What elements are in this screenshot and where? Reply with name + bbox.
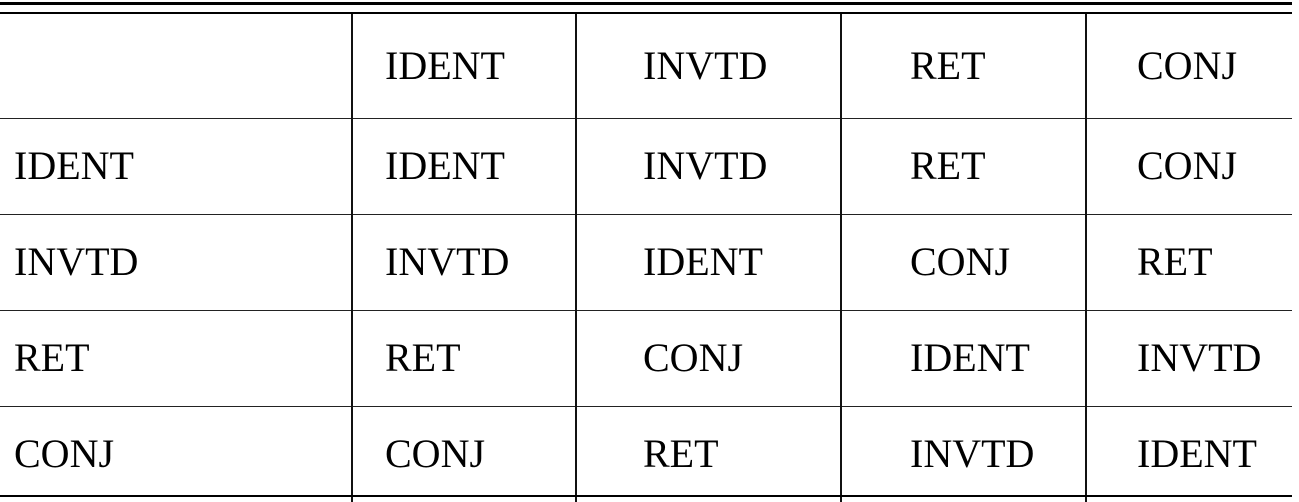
column-header: RET	[840, 14, 1086, 118]
table-cell: INVTD	[840, 405, 1086, 502]
row-header: IDENT	[0, 117, 352, 214]
table-cell: CONJ	[1085, 117, 1292, 214]
table-row: INVTD INVTD IDENT CONJ RET	[0, 213, 1292, 310]
table-cell: INVTD	[351, 213, 576, 310]
header-row: IDENT INVTD RET CONJ	[0, 14, 1292, 118]
table-cell: CONJ	[351, 405, 576, 502]
table-row: IDENT IDENT INVTD RET CONJ	[0, 117, 1292, 214]
row-header: RET	[0, 309, 352, 406]
table-cell: CONJ	[840, 213, 1086, 310]
table-cell: INVTD	[1085, 309, 1292, 406]
table-cell: IDENT	[840, 309, 1086, 406]
column-header: INVTD	[575, 14, 841, 118]
corner-cell	[0, 14, 352, 118]
table-cell: IDENT	[1085, 405, 1292, 502]
column-header: CONJ	[1085, 14, 1292, 118]
column-header: IDENT	[351, 14, 576, 118]
table-cell: CONJ	[575, 309, 841, 406]
bottom-rule	[0, 495, 1292, 497]
top-rule-thick	[0, 2, 1292, 5]
top-rule-thin	[0, 12, 1292, 14]
row-header: CONJ	[0, 405, 352, 502]
table-cell: RET	[1085, 213, 1292, 310]
operation-table: IDENT INVTD RET CONJ IDENT IDENT INVTD R…	[0, 14, 1292, 502]
table-cell: RET	[575, 405, 841, 502]
table-cell: RET	[840, 117, 1086, 214]
row-header: INVTD	[0, 213, 352, 310]
table-row: RET RET CONJ IDENT INVTD	[0, 309, 1292, 406]
table-cell: RET	[351, 309, 576, 406]
table-row: CONJ CONJ RET INVTD IDENT	[0, 405, 1292, 502]
table-cell: INVTD	[575, 117, 841, 214]
table-cell: IDENT	[351, 117, 576, 214]
table-cell: IDENT	[575, 213, 841, 310]
